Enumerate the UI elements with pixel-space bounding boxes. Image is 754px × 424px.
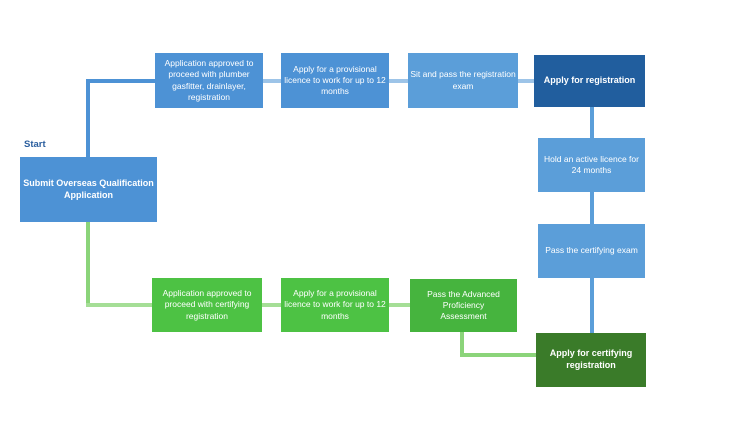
connector-approved-to-provisional — [263, 79, 281, 83]
node-hold-active-licence: Hold an active licence for 24 months — [538, 138, 645, 192]
node-provisional-licence-bottom: Apply for a provisional licence to work … — [281, 278, 389, 332]
connector-submit-down-horizontal — [86, 303, 152, 307]
node-certifying-exam: Pass the certifying exam — [538, 224, 645, 278]
connector-exam-to-registration — [518, 79, 534, 83]
node-apply-certifying-registration: Apply for certifying registration — [536, 333, 646, 387]
node-label: Apply for certifying registration — [549, 348, 633, 370]
connector-certifying-exam-to-apply — [590, 278, 594, 333]
node-registration-exam: Sit and pass the registration exam — [408, 53, 518, 108]
node-label: Submit Overseas Qualification Applicatio… — [23, 177, 154, 200]
connector-registration-to-hold — [590, 107, 594, 138]
connector-advanced-down-vertical — [460, 332, 464, 357]
node-label: Application approved to proceed with plu… — [164, 58, 254, 102]
connector-submit-up-vertical — [86, 79, 90, 157]
node-label: Hold an active licence for 24 months — [544, 153, 639, 175]
node-label: Apply for registration — [543, 75, 636, 86]
node-apply-for-registration: Apply for registration — [534, 55, 645, 107]
node-provisional-licence-top: Apply for a provisional licence to work … — [281, 53, 389, 108]
node-label: Apply for a provisional licence to work … — [284, 63, 386, 97]
node-label: Application approved to proceed with cer… — [162, 288, 252, 321]
start-label: Start — [24, 139, 46, 150]
connector-hold-to-certifying-exam — [590, 192, 594, 224]
connector-provisional-to-advanced — [389, 303, 410, 307]
node-label: Apply for a provisional licence to work … — [284, 288, 386, 321]
connector-submit-down-vertical — [86, 222, 90, 307]
node-advanced-proficiency-assessment: Pass the Advanced Proficiency Assessment — [410, 279, 517, 332]
connector-approved-cert-to-provisional — [262, 303, 281, 307]
node-label: Pass the Advanced Proficiency Assessment — [427, 288, 500, 322]
connector-submit-up-horizontal — [86, 79, 155, 83]
connector-advanced-right-horizontal — [460, 353, 536, 357]
connector-provisional-to-exam — [389, 79, 408, 83]
node-label: Sit and pass the registration exam — [410, 69, 516, 91]
node-approved-certifying-registration: Application approved to proceed with cer… — [152, 278, 262, 332]
node-submit-overseas-application: Submit Overseas Qualification Applicatio… — [20, 157, 157, 222]
node-approved-plumber-gasfitter: Application approved to proceed with plu… — [155, 53, 263, 108]
node-label: Pass the certifying exam — [545, 245, 638, 256]
